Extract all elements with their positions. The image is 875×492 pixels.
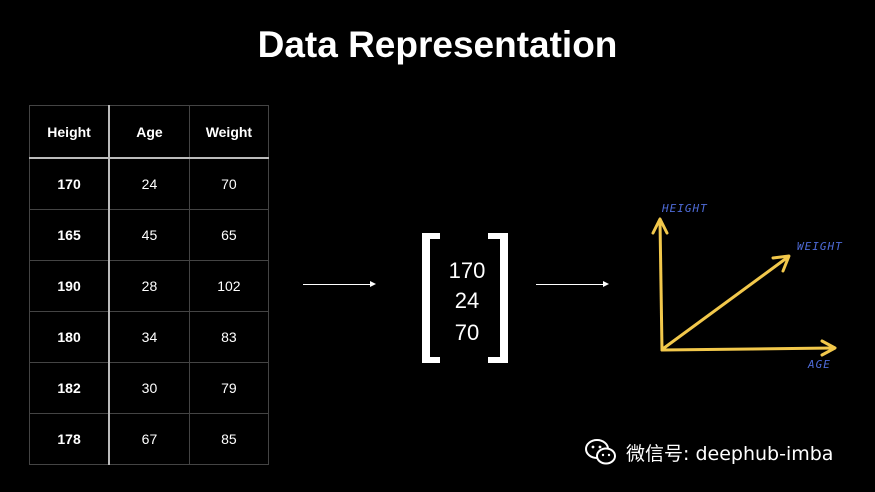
table-row: 180 34 83 (29, 311, 270, 363)
arrow-head-icon (370, 281, 376, 287)
column-header-height: Height (29, 105, 111, 159)
vector-value-age: 24 (454, 288, 480, 313)
age-axis (660, 346, 835, 352)
page-title: Data Representation (257, 24, 618, 65)
cell-weight: 65 (188, 209, 270, 261)
watermark-text: 微信号: deephub-imba (626, 442, 834, 465)
arrow-shaft (536, 284, 604, 285)
table-header-row: Height Age Weight (29, 105, 270, 159)
cell-age: 28 (108, 260, 190, 312)
column-header-age: Age (108, 105, 190, 159)
height-axis-label: HEIGHT (662, 202, 708, 215)
arrow-shaft (303, 284, 371, 285)
cell-height: 182 (29, 362, 111, 414)
table-row: 182 30 79 (29, 362, 270, 414)
cell-weight: 85 (188, 413, 270, 465)
age-axis-label: AGE (808, 358, 831, 371)
table-row: 170 24 70 (29, 157, 270, 210)
cell-weight: 102 (188, 260, 270, 312)
wechat-icon (585, 439, 616, 465)
table-row: 165 45 65 (29, 209, 270, 261)
left-bracket (422, 233, 440, 363)
cell-age: 24 (108, 157, 190, 210)
cell-age: 30 (108, 362, 190, 414)
cell-age: 34 (108, 311, 190, 363)
data-table: Height Age Weight 170 24 70 165 45 65 19… (29, 105, 270, 465)
cell-height: 170 (29, 157, 111, 210)
vector-value-weight: 70 (454, 320, 480, 345)
cell-height: 190 (29, 260, 111, 312)
height-axis-arrowhead (651, 217, 669, 235)
age-axis-arrowhead (820, 339, 837, 357)
height-axis (658, 219, 664, 352)
table-row: 178 67 85 (29, 413, 270, 465)
vector-value-height: 170 (448, 258, 486, 283)
cell-age: 45 (108, 209, 190, 261)
cell-age: 67 (108, 413, 190, 465)
cell-weight: 79 (188, 362, 270, 414)
right-bracket (488, 233, 508, 363)
table-row: 190 28 102 (29, 260, 270, 312)
cell-weight: 83 (188, 311, 270, 363)
weight-vector-arrowhead (771, 254, 791, 273)
column-header-weight: Weight (188, 105, 270, 159)
cell-height: 180 (29, 311, 111, 363)
cell-weight: 70 (188, 157, 270, 210)
weight-vector-label: WEIGHT (797, 240, 843, 253)
cell-height: 178 (29, 413, 111, 465)
vector-space-plot (651, 217, 837, 357)
watermark: 微信号: deephub-imba (584, 438, 833, 466)
vector-brackets (422, 233, 508, 363)
arrow-head-icon (603, 281, 609, 287)
weight-vector (662, 255, 790, 350)
cell-height: 165 (29, 209, 111, 261)
